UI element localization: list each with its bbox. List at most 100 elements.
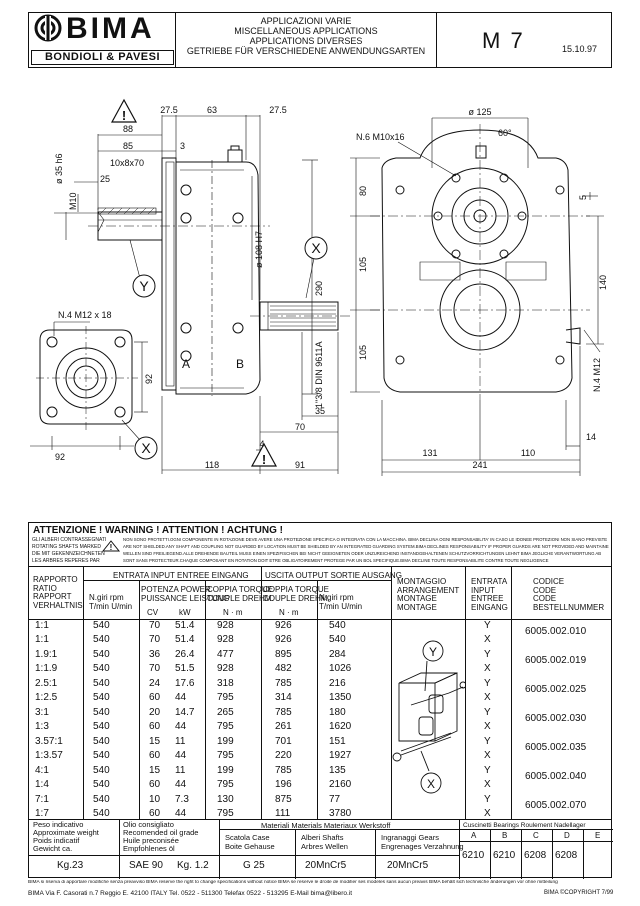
table-cell: 24 <box>149 678 161 689</box>
dim-131: 131 <box>422 448 437 458</box>
svg-text:!: ! <box>122 108 126 123</box>
header-divider <box>436 12 437 68</box>
input-side-cell: Y <box>484 765 491 776</box>
table-cell: 795 <box>217 808 234 820</box>
table-cell: 11 <box>175 765 186 776</box>
code-it: CODICE <box>533 577 565 586</box>
bearing-letter: B <box>502 831 508 840</box>
table-cell: 1:1.9 <box>35 663 58 675</box>
gears-labels: Ingranaggi Gears Engrenages Verzahnung <box>381 833 464 851</box>
warning-left-1: ROTATING SHAFTS MARKED <box>32 544 101 550</box>
table-cell: 60 <box>149 721 161 733</box>
input-side-cell: Y <box>484 794 491 805</box>
table-cell: 60 <box>149 692 161 704</box>
code-fr: CODE <box>533 594 557 603</box>
code-header: CODICE CODE CODE BESTELLNUMMER <box>533 577 605 612</box>
dim-241: 241 <box>472 460 487 470</box>
table-cell: 1:3 <box>35 721 49 733</box>
table-cell: 1:7 <box>35 808 49 820</box>
table-cell: 36 <box>149 649 161 660</box>
logo-block <box>28 12 176 68</box>
bearing-letter: A <box>471 831 477 840</box>
table-cell: 220 <box>275 750 292 762</box>
table-cell: 1:4 <box>35 779 49 791</box>
dim-125: ø 125 <box>468 107 491 117</box>
table-cell: 540 <box>93 794 110 805</box>
dim-88: 88 <box>123 124 133 134</box>
table-cell: 70 <box>149 663 161 675</box>
table-cell: 540 <box>329 634 346 646</box>
title-block <box>28 12 612 68</box>
table-cell: 795 <box>217 692 234 704</box>
ratio-fr: RAPPORT <box>33 592 72 601</box>
table-cell: 1927 <box>329 750 352 762</box>
dim-91: 91 <box>295 460 305 470</box>
power-header: POTENZA POWER PUISSANCE LEISTUNG <box>141 585 229 603</box>
marker-x2-label: X <box>141 440 151 456</box>
housing-side <box>175 161 261 395</box>
output-ngiri: N.giri rpm <box>319 593 354 602</box>
table-cell: 540 <box>329 620 346 631</box>
dim-27-5-left: 27.5 <box>160 105 178 115</box>
oil-de: Empfohlenes öl <box>123 844 175 853</box>
table-cell: 44 <box>175 779 187 791</box>
table-cell: 15 <box>149 736 161 747</box>
table-cell: 314 <box>275 692 292 704</box>
table-cell: 926 <box>275 620 292 631</box>
table-cell: 14.7 <box>175 707 195 718</box>
table-cell: 44 <box>175 808 187 820</box>
output-torque-unit: N · m <box>279 608 299 617</box>
table-cell: 795 <box>217 721 234 733</box>
table-cell: 7:1 <box>35 794 49 805</box>
input-torque-header: COPPIA TORQUE COUPLE DREHM. <box>207 585 274 603</box>
table-cell: 111 <box>275 808 291 820</box>
mount-x-label: X <box>427 777 435 791</box>
unit-cv: CV <box>147 608 159 617</box>
table-cell: 1:3.57 <box>35 750 63 762</box>
ratio-it: RAPPORTO <box>33 575 78 584</box>
shafts-material: 20MnCr5 <box>305 860 347 871</box>
dim-92-vertical: 92 <box>144 374 154 384</box>
table-cell: 540 <box>93 707 110 718</box>
view-marker-x2: X <box>134 436 158 460</box>
warning-left-0: GLI ALBERI CONTRASSEGNATI <box>32 537 107 543</box>
mount-y-label: Y <box>429 645 437 659</box>
table-cell: 196 <box>275 779 292 791</box>
ratio-de: VERHALTNIS <box>33 600 83 610</box>
mounting-diagram: Y X <box>392 640 465 794</box>
title-lines: APPLICAZIONI VARIE MISCELLANEOUS APPLICA… <box>178 16 434 56</box>
table-cell: 1350 <box>329 692 352 704</box>
oil-labels: Olio consigliato Recomended oil grade Hu… <box>123 821 198 853</box>
input-side-cell: Y <box>484 678 491 689</box>
ent-en: INPUT <box>471 585 495 595</box>
order-code: 6005.002.030 <box>525 712 587 724</box>
table-cell: 540 <box>93 750 110 762</box>
table-cell: 3780 <box>329 808 352 820</box>
oil-en: Recomended oil grade <box>123 828 199 837</box>
bearing-value: 6208 <box>524 850 547 861</box>
table-cell: 4:1 <box>35 765 49 776</box>
case-1: Scatola Case <box>225 833 270 842</box>
dim-flange-holes: N.6 M10x16 <box>356 132 405 142</box>
power-line-1: POTENZA POWER <box>141 585 211 594</box>
ent-fr: ENTREE <box>471 594 504 603</box>
table-cell: 540 <box>93 663 110 675</box>
weight-fr: Poids indicatif <box>33 836 80 845</box>
table-cell: 284 <box>329 649 346 660</box>
revision-date: 15.10.97 <box>562 44 598 54</box>
table-cell: 70 <box>149 620 161 631</box>
table-cell: 785 <box>275 707 292 718</box>
title-line-de: GETRIEBE FÜR VERSCHIEDENE ANWENDUNGSARTE… <box>186 46 426 56</box>
input-side-header: ENTRATA INPUT ENTREE EINGANG <box>471 577 508 612</box>
table-cell: 1620 <box>329 721 352 733</box>
code-de: BESTELLNUMMER <box>533 602 605 612</box>
table-cell: 151 <box>329 736 346 747</box>
order-code: 6005.002.010 <box>525 625 587 637</box>
warning-left-2: DIE MIT GEKENNZEICHNETEN <box>32 551 105 557</box>
bearing-value: 6210 <box>462 850 485 861</box>
order-code: 6005.002.019 <box>525 654 587 666</box>
order-code: 6005.002.035 <box>525 741 587 753</box>
company-name: BONDIOLI & PAVESI <box>31 50 174 65</box>
dim-92-horizontal: 92 <box>55 452 65 462</box>
bearing-letter: E <box>595 831 601 840</box>
